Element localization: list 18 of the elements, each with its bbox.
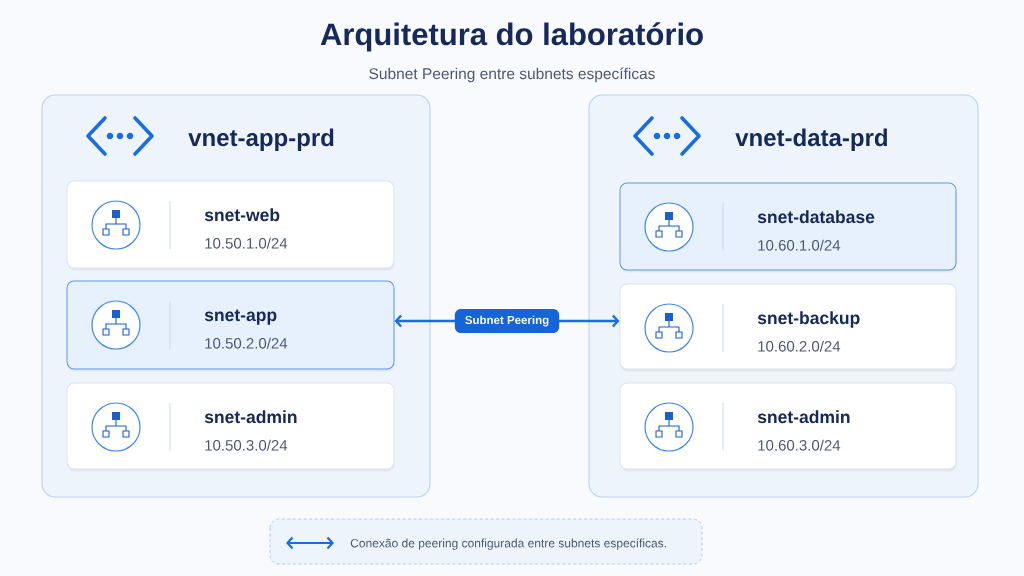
ip-range: 10.50.2.0/24 [205,337,288,349]
ip-range: 10.60.2.0/24 [758,340,841,352]
legend-text: Conexão de peering configurada entre subnets específicas. [350,538,666,550]
ip-range: 10.60.3.0/24 [758,439,841,451]
subnet-name: snet-backup [757,311,860,328]
subnet-name: snet-admin [757,410,850,424]
edge-label: Subnet Peering [454,309,560,333]
subnet-name: snet-admin [204,410,297,424]
ip-range: 10.60.1.0/24 [758,239,841,251]
ip-range: 10.50.1.0/24 [205,237,288,249]
panel-title: vnet-app-prd [188,128,334,151]
title: Arquitetura do laboratório [320,22,703,52]
subnet-name: snet-web [204,208,280,222]
subnet-name: snet-app [204,309,277,325]
subtitle: Subnet Peering entre subnets específicas [369,67,655,83]
subnet-name: snet-database [757,210,875,224]
panel-title: vnet-data-prd [735,128,887,151]
ip-range: 10.50.3.0/24 [205,439,288,451]
